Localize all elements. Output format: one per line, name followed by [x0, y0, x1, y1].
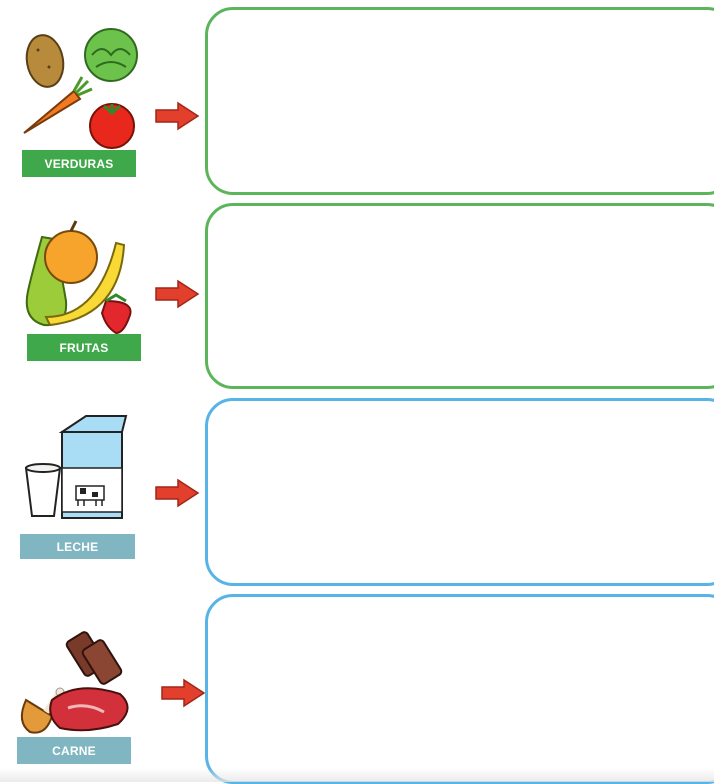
arrow-right-icon [155, 279, 200, 309]
meat-icon [20, 631, 129, 734]
answer-box-frutas[interactable] [205, 203, 714, 389]
category-row-verduras: VERDURAS [0, 0, 714, 195]
arrow-right-icon [155, 101, 200, 131]
answer-box-carne[interactable] [205, 594, 714, 784]
answer-box-verduras[interactable] [205, 7, 714, 195]
category-row-frutas: FRUTAS [0, 195, 714, 390]
answer-box-leche[interactable] [205, 398, 714, 586]
arrow-right-icon [161, 678, 206, 708]
fruits-icon [25, 220, 132, 335]
category-row-carne: CARNE [0, 586, 714, 784]
bottom-shadow [0, 768, 714, 782]
category-label: VERDURAS [22, 150, 136, 177]
vegetables-icon [23, 28, 138, 149]
arrow-right-icon [155, 478, 200, 508]
category-row-leche: LECHE [0, 390, 714, 586]
milk-icon [24, 415, 128, 519]
category-label: FRUTAS [27, 334, 141, 361]
category-label: LECHE [20, 534, 135, 559]
category-label: CARNE [17, 737, 131, 764]
